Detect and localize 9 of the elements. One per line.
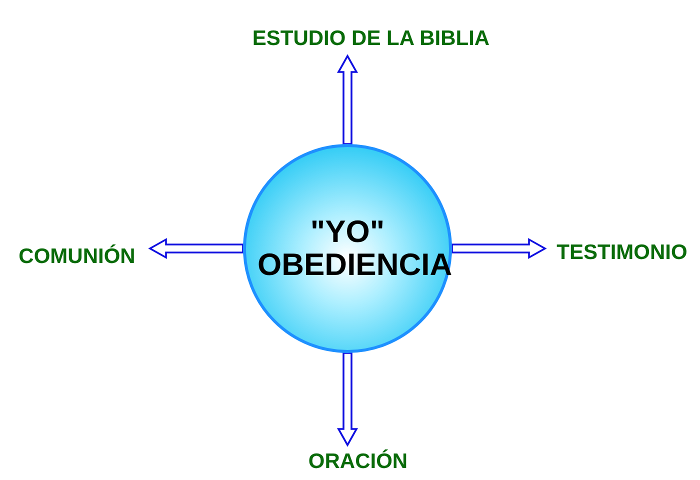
label-text: COMUNIÓN (4, 240, 150, 274)
label-text: ORACIÓN (296, 445, 420, 479)
label-text: TESTIMONIO (545, 236, 699, 270)
hollow-arrow (148, 238, 244, 260)
circle-node: "YO" OBEDIENCIA (243, 144, 452, 353)
hollow-arrow (336, 54, 358, 145)
hollow-arrow (451, 238, 547, 260)
hollow-arrow (336, 352, 358, 447)
label-text: ESTUDIO DE LA BIBLIA (226, 22, 516, 56)
